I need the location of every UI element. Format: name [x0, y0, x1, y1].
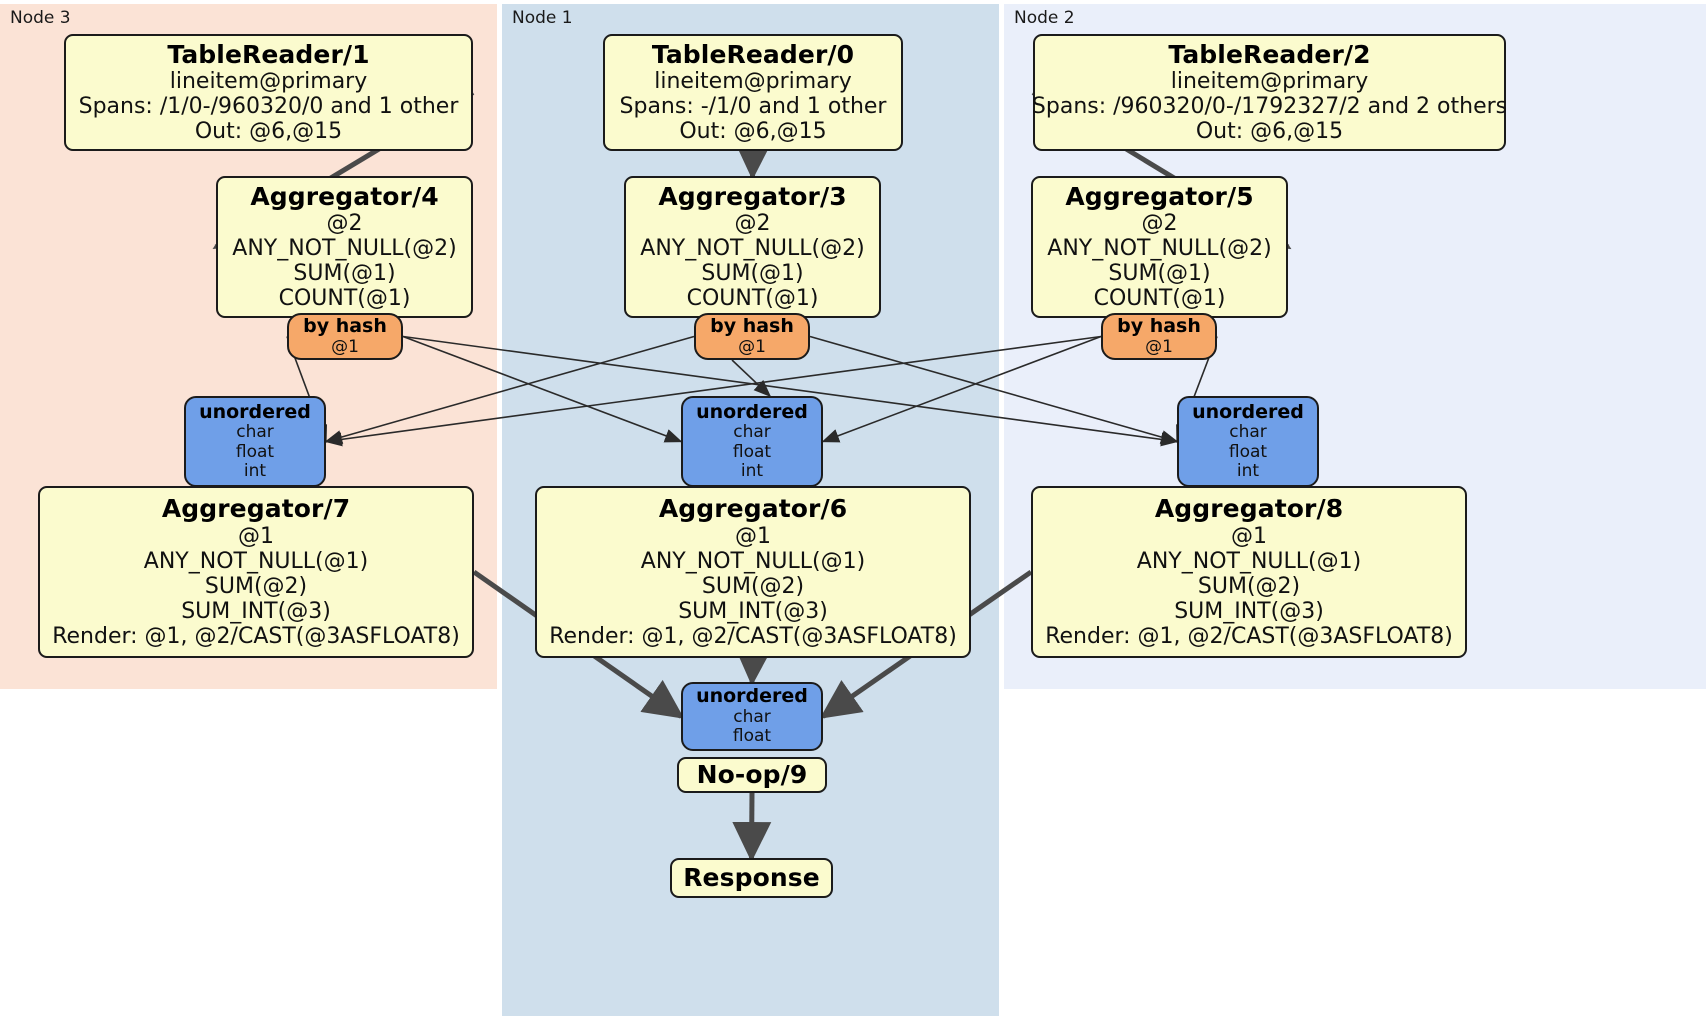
node-aggregator-4-line-2: SUM(@1)	[293, 261, 396, 287]
node-sink-8-line-0: char	[1229, 422, 1267, 443]
node-router-5-line-0: @1	[1145, 336, 1173, 357]
node-table-reader-0-title: TableReader/0	[651, 39, 855, 69]
node-3-panel-label: Node 3	[10, 8, 71, 28]
node-aggregator-3-title: Aggregator/3	[658, 181, 847, 211]
node-aggregator-8-line-0: @1	[1231, 523, 1267, 549]
node-aggregator-8-line-4: Render: @1, @2/CAST(@3ASFLOAT8)	[1045, 623, 1453, 649]
node-router-4-line-0: @1	[331, 336, 359, 357]
node-router-5-title: by hash	[1117, 314, 1201, 337]
node-aggregator-7-title: Aggregator/7	[161, 494, 351, 524]
node-1-panel-label: Node 1	[512, 8, 573, 28]
node-response[interactable]: Response	[670, 858, 833, 898]
node-aggregator-3-line-3: COUNT(@1)	[686, 286, 819, 312]
node-sink-9-title: unordered	[696, 685, 808, 708]
node-sink-7-line-2: int	[243, 461, 267, 482]
node-aggregator-7-line-4: Render: @1, @2/CAST(@3ASFLOAT8)	[52, 623, 460, 649]
node-sink-6-line-1: float	[732, 441, 772, 462]
node-aggregator-4-line-0: @2	[326, 211, 363, 237]
node-aggregator-7-line-1: ANY_NOT_NULL(@1)	[143, 548, 369, 574]
node-aggregator-8-line-3: SUM_INT(@3)	[1174, 598, 1324, 624]
node-aggregator-8-title: Aggregator/8	[1154, 494, 1344, 524]
node-aggregator-5-line-1: ANY_NOT_NULL(@2)	[1047, 236, 1272, 262]
node-response-title: Response	[683, 862, 820, 892]
node-router-4-title: by hash	[303, 314, 387, 337]
node-table-reader-2-title: TableReader/2	[1168, 39, 1371, 69]
node-aggregator-7-line-0: @1	[238, 523, 274, 549]
node-aggregator-3-line-1: ANY_NOT_NULL(@2)	[640, 236, 865, 262]
node-aggregator-5-line-0: @2	[1141, 211, 1178, 237]
node-router-3-title: by hash	[710, 314, 794, 337]
node-aggregator-3-line-0: @2	[734, 211, 771, 237]
node-aggregator-7-line-2: SUM(@2)	[204, 573, 308, 599]
node-table-reader-1-line-0: lineitem@primary	[169, 69, 368, 95]
node-router-3-line-0: @1	[738, 336, 766, 357]
node-router-4[interactable]: by hash@1	[287, 313, 403, 360]
node-aggregator-8-line-2: SUM(@2)	[1197, 573, 1301, 599]
node-aggregator-3-line-2: SUM(@1)	[701, 261, 804, 287]
node-table-reader-2-line-1: Spans: /960320/0-/1792327/2 and 2 others	[1031, 94, 1508, 120]
node-sink-7-title: unordered	[199, 400, 311, 423]
node-aggregator-4-line-1: ANY_NOT_NULL(@2)	[232, 236, 457, 262]
node-aggregator-8-line-1: ANY_NOT_NULL(@1)	[1136, 548, 1362, 574]
node-sink-8-line-2: int	[1236, 461, 1260, 482]
node-aggregator-6-line-4: Render: @1, @2/CAST(@3ASFLOAT8)	[549, 623, 957, 649]
node-no-op-9-title: No-op/9	[696, 759, 808, 789]
node-router-3[interactable]: by hash@1	[694, 313, 810, 360]
node-table-reader-0-line-2: Out: @6,@15	[679, 119, 827, 145]
node-2-panel-label: Node 2	[1014, 8, 1075, 28]
node-sink-7-line-0: char	[236, 422, 274, 443]
node-sink-6-line-0: char	[733, 422, 771, 443]
node-aggregator-6-line-1: ANY_NOT_NULL(@1)	[640, 548, 866, 574]
node-aggregator-7-line-3: SUM_INT(@3)	[181, 598, 331, 624]
node-sink-9-line-1: float	[732, 726, 772, 747]
node-sink-8-line-1: float	[1228, 441, 1268, 462]
node-sink-6-line-2: int	[740, 461, 764, 482]
node-aggregator-5-line-3: COUNT(@1)	[1093, 286, 1226, 312]
node-no-op-9[interactable]: No-op/9	[677, 757, 827, 793]
node-table-reader-0-line-1: Spans: -/1/0 and 1 other	[619, 94, 887, 120]
node-aggregator-4-line-3: COUNT(@1)	[278, 286, 411, 312]
node-sink-8-title: unordered	[1192, 400, 1304, 423]
node-table-reader-1-line-1: Spans: /1/0-/960320/0 and 1 other	[78, 94, 459, 120]
node-aggregator-6-line-0: @1	[735, 523, 771, 549]
node-sink-7-line-1: float	[235, 441, 275, 462]
node-aggregator-5-line-2: SUM(@1)	[1108, 261, 1211, 287]
node-aggregator-6-line-2: SUM(@2)	[701, 573, 805, 599]
node-table-reader-2-line-2: Out: @6,@15	[1195, 119, 1344, 145]
node-router-5[interactable]: by hash@1	[1101, 313, 1217, 360]
node-aggregator-6-line-3: SUM_INT(@3)	[678, 598, 828, 624]
node-table-reader-2-line-0: lineitem@primary	[1170, 69, 1369, 95]
node-aggregator-5-title: Aggregator/5	[1065, 181, 1254, 211]
node-aggregator-6-title: Aggregator/6	[658, 494, 848, 524]
node-sink-9-line-0: char	[733, 706, 771, 727]
node-table-reader-1-line-2: Out: @6,@15	[194, 119, 343, 145]
node-table-reader-1-title: TableReader/1	[167, 39, 370, 69]
node-sink-6-title: unordered	[696, 400, 808, 423]
node-aggregator-4-title: Aggregator/4	[250, 181, 439, 211]
node-table-reader-0-line-0: lineitem@primary	[654, 69, 852, 95]
